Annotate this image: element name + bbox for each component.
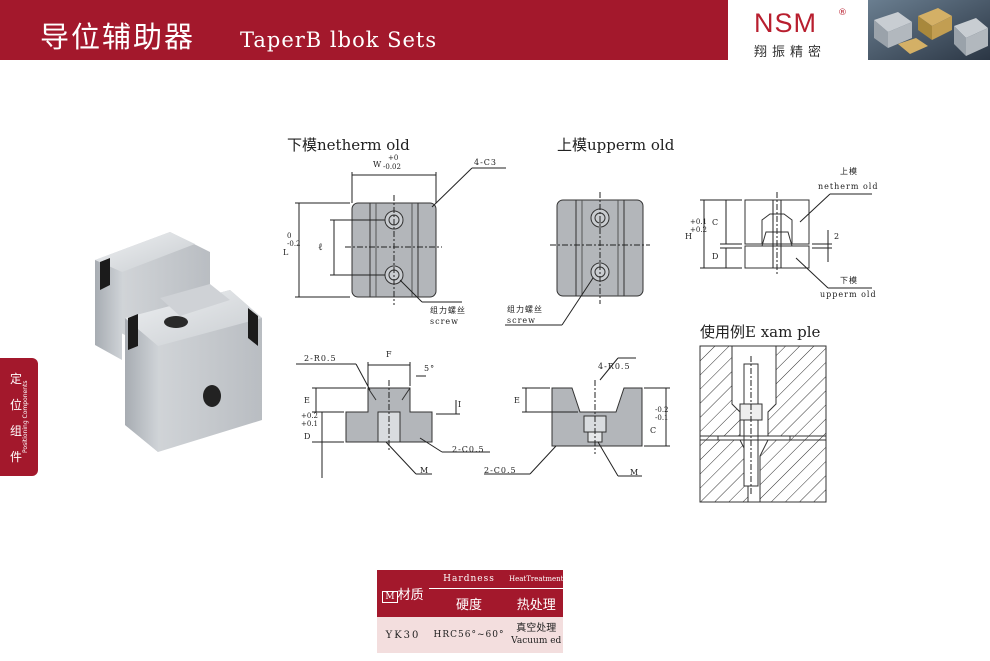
nether-mold-title: 下模netherm old	[287, 136, 410, 154]
lower-mold-label-en: upperm old	[820, 290, 877, 299]
l-tol: 0 -0.2	[287, 232, 301, 248]
heat-value: 真空处理 Vacuum ed	[509, 617, 564, 653]
i-dim-label: I	[458, 400, 463, 409]
side-tab-label-cn: 定 位 组 件	[9, 372, 22, 464]
hardness-header-cn: 硬度	[429, 588, 509, 617]
w-tol-top: +0	[388, 154, 399, 162]
gap-dim-label: 2	[834, 232, 841, 241]
upper-mold-label-en: netherm old	[818, 182, 879, 191]
r05-label-a: 2-R0.5	[304, 354, 337, 363]
heat-value-cn: 真空处理	[516, 623, 557, 634]
material-header-label: 材质	[397, 588, 424, 603]
usage-example	[699, 345, 827, 503]
registered-mark: ®	[838, 8, 847, 18]
heat-header-cn: 热处理	[509, 588, 564, 617]
f-dim-label: F	[386, 350, 393, 359]
screw-label-en-2: screw	[507, 316, 536, 325]
screw-label-en-1: screw	[430, 317, 459, 326]
header-product-photo	[868, 0, 990, 60]
heat-header-en: HeatTreatment	[509, 570, 564, 589]
chamfer-label: 4-C3	[474, 158, 498, 167]
w-tol-bottom: -0.02	[383, 163, 401, 171]
c05-label-a: 2-C0.5	[452, 445, 485, 454]
upper-front-view	[484, 357, 670, 477]
section-side-tab	[0, 358, 38, 476]
hardness-header-en: Hardness	[429, 570, 509, 589]
screw-label-cn-2: 组力螺丝	[507, 305, 543, 314]
c-dim-label: C	[650, 426, 658, 435]
d-dim-label: D	[304, 432, 312, 441]
material-value: YK30	[377, 617, 429, 653]
ell-dim-label: ℓ	[318, 242, 323, 253]
h-dim-label: H	[685, 232, 693, 241]
header-banner	[0, 0, 728, 60]
page-title-en: TaperB lbok Sets	[240, 28, 438, 52]
h-tol: +0.1 +0.2	[690, 218, 707, 234]
lower-mold-label-cn: 下模	[840, 276, 858, 285]
r05-label-b: 4-R0.5	[598, 362, 631, 371]
c05-label-b: 2-C0.5	[484, 466, 517, 475]
upper-mold-title: 上模upperm old	[557, 136, 675, 154]
d-dim-label-side: D	[712, 252, 720, 261]
heat-value-en: Vacuum ed	[511, 636, 562, 646]
c-dim-label-side: C	[712, 218, 720, 227]
c-tol: -0.2 -0.1	[655, 406, 669, 422]
side-tab-label-en: Positioning Components	[22, 380, 29, 454]
brand-logo: NSM	[754, 8, 817, 38]
page-title-cn: 导位辅助器	[40, 20, 196, 54]
nether-front-view	[296, 362, 490, 478]
l-dim-label: L	[283, 248, 290, 257]
m-label-b: M	[630, 468, 640, 477]
w-dim-label: W	[373, 160, 383, 169]
brand-subtitle: 翔振精密	[754, 45, 827, 60]
upper-mold-label-cn: 上模	[840, 167, 858, 176]
d-tol: +0.2 +0.1	[301, 412, 318, 428]
e-dim-label-b: E	[514, 396, 521, 405]
screw-label-cn-1: 组力螺丝	[430, 306, 466, 315]
material-icon: M	[382, 591, 398, 603]
hardness-value: HRC56°~60°	[429, 617, 509, 653]
m-label-a: M	[420, 466, 430, 475]
usage-example-title: 使用例E xam ple	[700, 323, 821, 341]
e-dim-label-a: E	[304, 396, 311, 405]
logo-area	[728, 0, 868, 60]
assembly-side-view	[700, 192, 872, 289]
angle-label: 5°	[424, 364, 436, 373]
nether-top-view	[295, 167, 506, 305]
